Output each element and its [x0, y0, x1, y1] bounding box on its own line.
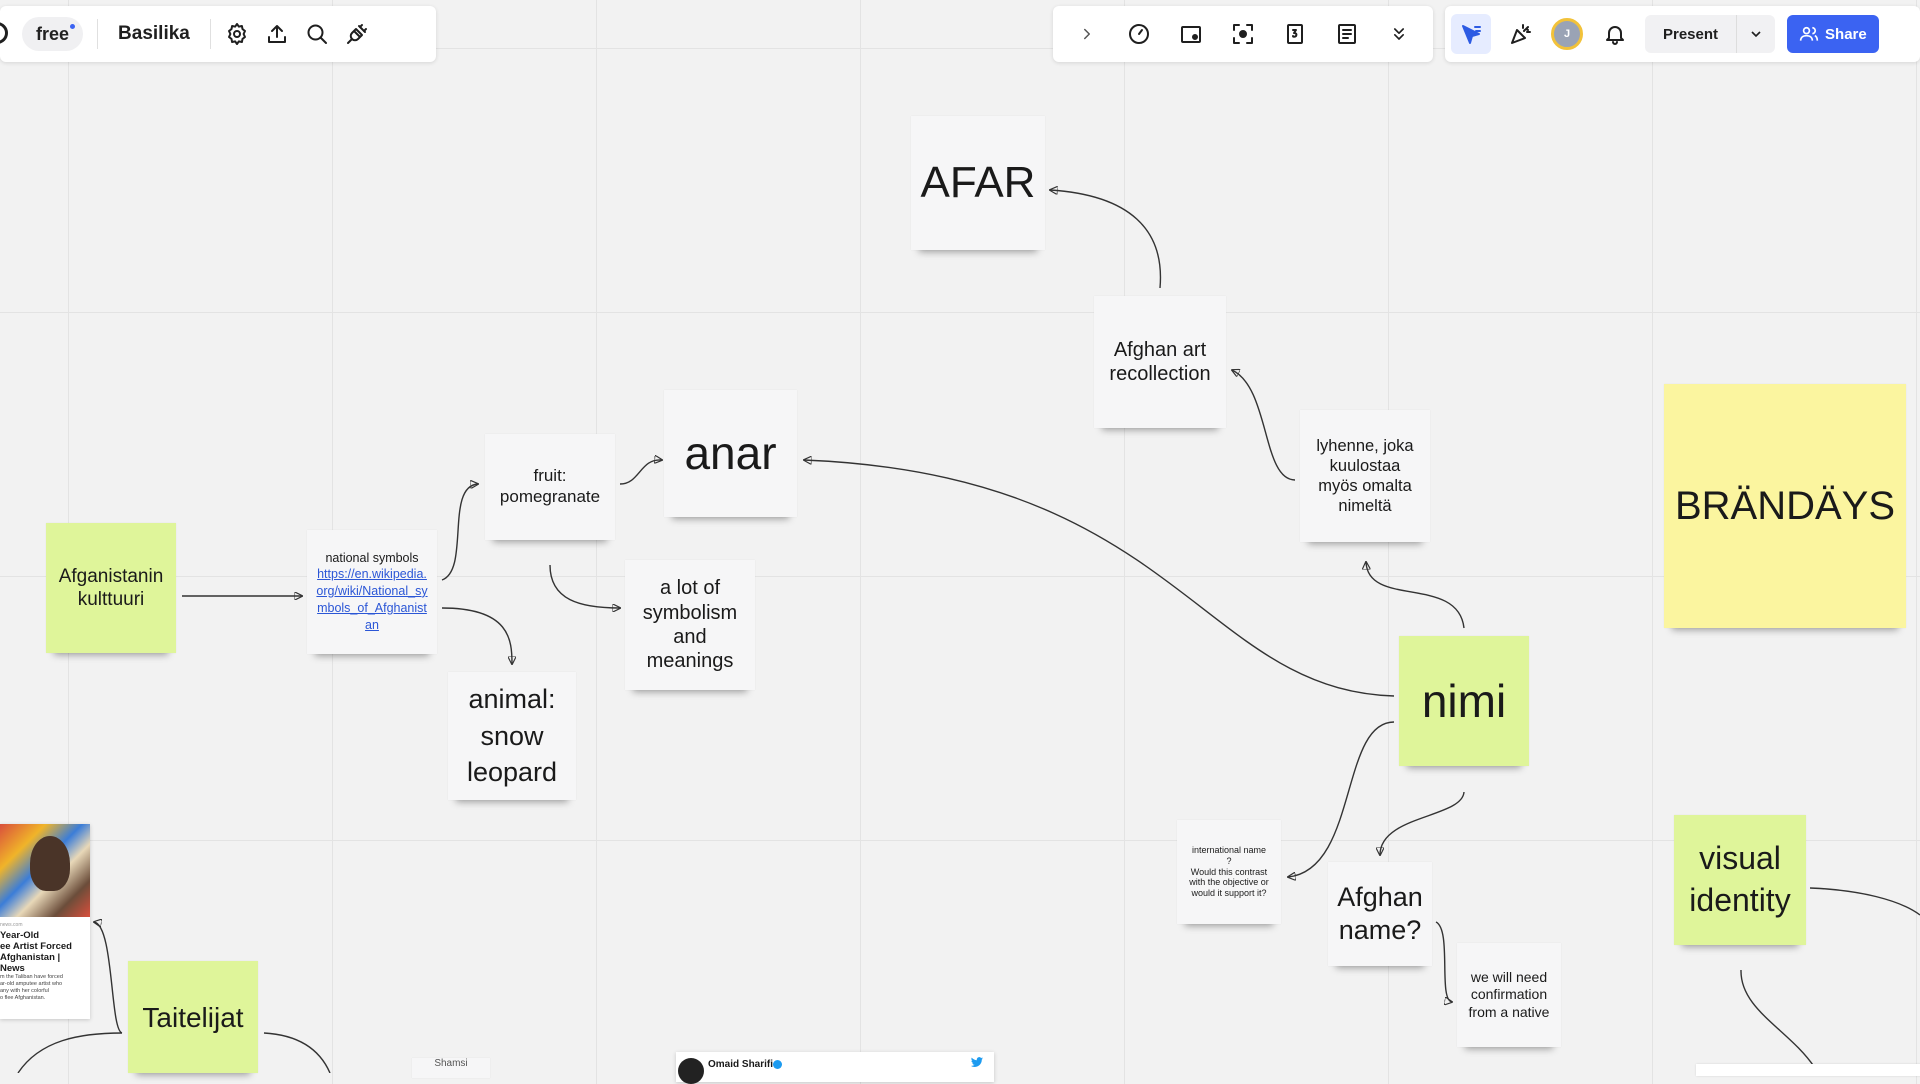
- notes-button[interactable]: [1327, 14, 1367, 54]
- export-button[interactable]: [257, 14, 297, 54]
- embed-card-article[interactable]: news.com Year-Old ee Artist Forced Afgha…: [0, 824, 90, 1019]
- share-label: Share: [1825, 25, 1867, 43]
- sticky-note-animal[interactable]: animal: snow leopard: [448, 672, 576, 800]
- integrations-button[interactable]: [337, 14, 377, 54]
- focus-icon: [1233, 24, 1253, 44]
- sticky-note-fruit[interactable]: fruit: pomegranate: [485, 434, 615, 540]
- connector-national-fruit[interactable]: [441, 484, 478, 581]
- sticky-note-afganistanin-kulttuuri[interactable]: Afganistanin kulttuuri: [46, 523, 176, 653]
- logo-icon[interactable]: [0, 22, 8, 44]
- upload-icon: [267, 25, 286, 43]
- timer-icon: [1129, 24, 1149, 44]
- board-toolbar: free Basilika: [0, 6, 436, 62]
- national-symbols-link[interactable]: https://en.wikipedia.org/wiki/National_s…: [316, 566, 428, 632]
- sticky-note-lyhenne[interactable]: lyhenne, joka kuulostaa myös omalta nime…: [1300, 410, 1430, 542]
- voting-button[interactable]: [1275, 14, 1315, 54]
- twitter-bird-icon: [970, 1057, 984, 1067]
- present-button[interactable]: Present: [1663, 25, 1719, 43]
- sticky-note-partial-bottom[interactable]: Shamsi: [412, 1058, 490, 1078]
- notes-icon: [1338, 24, 1356, 44]
- sticky-note-national-symbols[interactable]: national symbols https://en.wikipedia.or…: [307, 530, 437, 654]
- sticky-note-taiteilijat[interactable]: Taitelijat: [128, 961, 258, 1073]
- tweet-avatar: [678, 1058, 704, 1084]
- sticky-note-afghan-art[interactable]: Afghan art recollection: [1094, 296, 1226, 428]
- board-title[interactable]: Basilika: [118, 23, 190, 44]
- share-button[interactable]: Share: [1787, 15, 1879, 53]
- cursor-icon: [1462, 25, 1481, 44]
- notification-dot: [70, 24, 76, 29]
- card-icon: [1181, 26, 1201, 43]
- embed-tweet[interactable]: Omaid Sharifi: [676, 1052, 994, 1084]
- connector-lyhenne-afghan-art[interactable]: [1232, 370, 1296, 481]
- share-toolbar: J Present Share: [1445, 6, 1920, 62]
- partial-element-bottom-right[interactable]: [1696, 1064, 1920, 1076]
- bell-icon: [1606, 26, 1624, 45]
- sticky-note-afghan-name[interactable]: Afghan name?: [1328, 862, 1432, 966]
- integrations-icon: [346, 24, 367, 44]
- cursor-mode-button[interactable]: [1451, 14, 1491, 54]
- timer-button[interactable]: [1119, 14, 1159, 54]
- chevron-down-icon: [1751, 31, 1761, 38]
- sticky-note-brandays[interactable]: BRÄNDÄYS: [1664, 384, 1906, 628]
- search-icon: [307, 24, 327, 44]
- connector-taiteilijat-left: [17, 1032, 123, 1073]
- settings-button[interactable]: [217, 14, 257, 54]
- sticky-note-international-name[interactable]: international name ? Would this contrast…: [1177, 820, 1281, 924]
- users-icon: [1799, 26, 1819, 41]
- present-group: Present: [1645, 15, 1776, 53]
- more-tools-button[interactable]: [1379, 14, 1419, 54]
- tweet-author: Omaid Sharifi: [708, 1059, 774, 1070]
- notifications-button[interactable]: [1595, 14, 1635, 54]
- focus-button[interactable]: [1223, 14, 1263, 54]
- expand-toolbar-button[interactable]: [1067, 14, 1107, 54]
- connector-nimi-lyhenne[interactable]: [1366, 562, 1465, 629]
- connector-nimi-international[interactable]: [1288, 721, 1395, 877]
- partial-note-text: Shamsi: [434, 1058, 468, 1069]
- article-image: [0, 824, 90, 917]
- sticky-note-nimi[interactable]: nimi: [1399, 636, 1529, 766]
- chevron-right-icon: [1084, 28, 1090, 40]
- connector-afghan-art-afar[interactable]: [1050, 190, 1162, 289]
- connector-nimi-afghan-name[interactable]: [1380, 791, 1465, 855]
- connector-taiteilijat-right: [263, 1032, 331, 1073]
- divider: [209, 19, 211, 49]
- search-button[interactable]: [297, 14, 337, 54]
- verified-icon: [773, 1060, 782, 1069]
- divider: [97, 19, 99, 49]
- connector-taiteilijat-card[interactable]: [94, 922, 123, 1034]
- connector-visual-identity-down: [1740, 969, 1816, 1069]
- connector-fruit-anar[interactable]: [619, 460, 662, 485]
- card-button[interactable]: [1171, 14, 1211, 54]
- plan-badge[interactable]: free: [22, 17, 84, 51]
- sticky-note-afar[interactable]: AFAR: [911, 116, 1045, 250]
- sticky-note-anar[interactable]: anar: [664, 390, 797, 517]
- user-avatar[interactable]: J: [1551, 18, 1583, 50]
- present-options-button[interactable]: [1736, 15, 1775, 53]
- connector-visual-identity-right: [1809, 887, 1920, 916]
- article-description: m the Taliban have forced ar-old amputee…: [0, 974, 63, 1002]
- sticky-note-visual-identity[interactable]: visual identity: [1674, 815, 1806, 945]
- reactions-button[interactable]: [1501, 14, 1541, 54]
- celebrate-icon: [1511, 24, 1531, 44]
- connector-afghan-name-confirmation[interactable]: [1435, 921, 1452, 1002]
- connector-nimi-anar[interactable]: [804, 460, 1395, 697]
- chevrons-down-icon: [1394, 28, 1404, 40]
- settings-icon: [227, 23, 246, 45]
- collaboration-toolbar: [1053, 6, 1433, 62]
- national-symbols-label: national symbols: [325, 550, 419, 565]
- sticky-note-symbolism[interactable]: a lot of symbolism and meanings: [625, 560, 755, 690]
- number-icon: [1287, 24, 1303, 44]
- article-title: Year-Old ee Artist Forced Afghanistan | …: [0, 930, 72, 974]
- connector-national-animal[interactable]: [441, 607, 512, 664]
- connector-fruit-symbolism[interactable]: [549, 564, 620, 608]
- sticky-note-confirmation[interactable]: we will need confirmation from a native: [1457, 943, 1561, 1047]
- plan-label: free: [36, 23, 70, 44]
- article-source: news.com: [0, 922, 23, 928]
